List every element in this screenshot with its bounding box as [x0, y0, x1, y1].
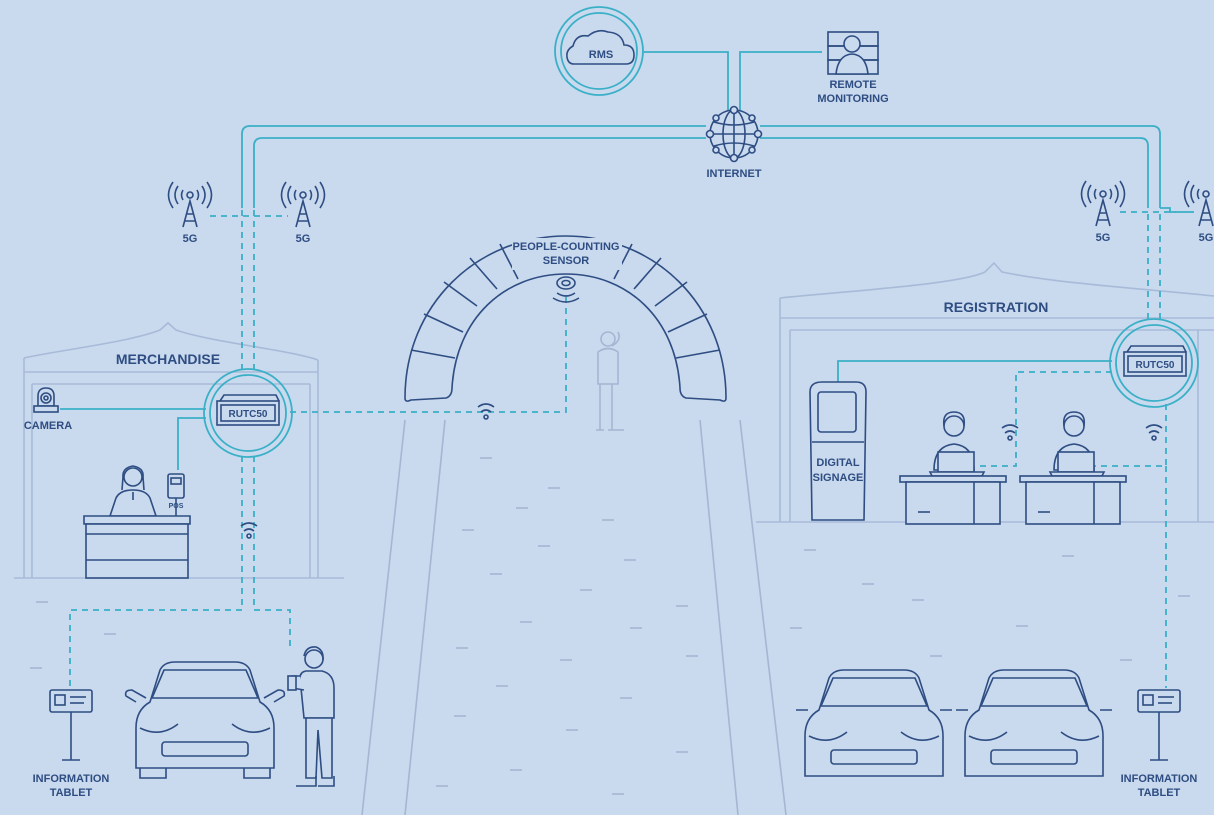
car-right-2 [956, 670, 1112, 776]
internet-globe-node: INTERNET [707, 107, 762, 181]
rms-label: RMS [589, 49, 613, 61]
remote-monitoring-node: REMOTE MONITORING [817, 32, 888, 105]
wifi-icon [1146, 425, 1162, 440]
remote-monitoring-label-1: REMOTE [829, 79, 876, 91]
pos-label: POS [169, 503, 184, 510]
registration-desk-2 [1020, 412, 1162, 524]
camera-label: CAMERA [24, 420, 72, 432]
person-with-phone [288, 647, 334, 786]
router-label: RUTC50 [229, 409, 268, 420]
camera-device: CAMERA [24, 388, 72, 432]
information-tablet-left: INFORMATION TABLET [33, 690, 110, 799]
info-tablet-label-1: INFORMATION [1121, 773, 1198, 785]
information-tablet-right: INFORMATION TABLET [1121, 690, 1198, 799]
tower-5g-1: 5G [169, 182, 212, 245]
info-tablet-label-2: TABLET [1138, 787, 1181, 799]
digital-signage-label-2: SIGNAGE [813, 472, 864, 484]
registration-desk-1 [900, 412, 1018, 524]
tower-5g-label: 5G [183, 233, 198, 245]
people-counting-label-2: SENSOR [543, 255, 590, 267]
car-right-1 [796, 670, 952, 776]
inflatable-arch: PEOPLE-COUNTING SENSOR [405, 236, 726, 419]
ground-dashes [30, 550, 1190, 668]
tower-5g-2: 5G [282, 182, 325, 245]
road [362, 420, 786, 815]
tower-5g-label: 5G [1096, 232, 1111, 244]
tower-5g-3: 5G [1082, 181, 1125, 244]
people-counting-label-1: PEOPLE-COUNTING [513, 241, 620, 253]
router-rutc50-left: RUTC50 [204, 369, 292, 457]
merchandise-label: MERCHANDISE [116, 351, 220, 367]
info-tablet-label-2: TABLET [50, 787, 93, 799]
info-tablet-label-1: INFORMATION [33, 773, 110, 785]
router-rutc50-right: RUTC50 [1110, 319, 1198, 407]
router-label: RUTC50 [1136, 360, 1175, 371]
rms-cloud-node: RMS [555, 7, 643, 95]
remote-monitoring-label-2: MONITORING [817, 93, 888, 105]
registration-label: REGISTRATION [944, 299, 1049, 315]
tower-5g-label: 5G [296, 233, 311, 245]
car-left [126, 662, 285, 778]
merchandise-booth: POS [84, 466, 257, 578]
tower-5g-label: 5G [1199, 232, 1214, 244]
walking-person [596, 332, 624, 430]
digital-signage: DIGITAL SIGNAGE [810, 382, 866, 520]
internet-label: INTERNET [707, 168, 762, 180]
digital-signage-label-1: DIGITAL [816, 457, 859, 469]
